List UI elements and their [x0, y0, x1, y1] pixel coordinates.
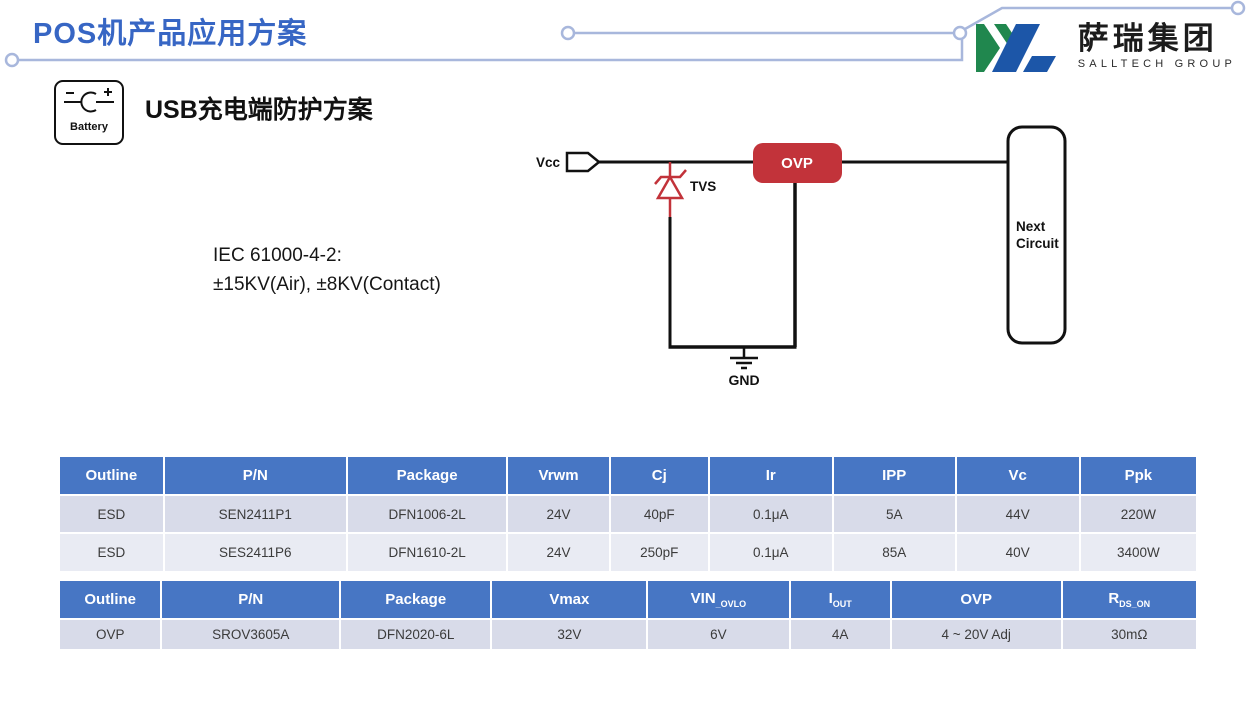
- table-cell: SEN2411P1: [162, 494, 348, 534]
- battery-icon: [64, 88, 114, 113]
- table-cell: 220W: [1078, 494, 1199, 534]
- table-cell: 32V: [490, 618, 649, 651]
- next-circuit-block: [1006, 125, 1067, 345]
- table-header-cell: Cj: [608, 455, 710, 496]
- table-cell: DFN1610-2L: [345, 532, 509, 573]
- table-header-cell: IOUT: [788, 579, 892, 620]
- table-header-cell: IPP: [831, 455, 957, 496]
- table-cell: OVP: [57, 618, 163, 651]
- company-name-en: SALLTECH GROUP: [1077, 58, 1236, 70]
- table-header-cell: Ir: [707, 455, 834, 496]
- table-header-cell: Outline: [58, 455, 165, 496]
- table-header-cell: VIN_OVLO: [646, 579, 791, 620]
- table-cell: 24V: [506, 532, 611, 573]
- iec-line1: IEC 61000-4-2:: [213, 245, 342, 266]
- table-header-cell: Vmax: [490, 579, 649, 620]
- table-cell: 250pF: [608, 532, 710, 573]
- table-cell: 30mΩ: [1060, 618, 1199, 651]
- iec-line2: ±15KV(Air), ±8KV(Contact): [213, 274, 441, 295]
- ovp-block: [753, 143, 842, 183]
- iec-standard-note: IEC 61000-4-2: ±15KV(Air), ±8KV(Contact): [213, 241, 441, 299]
- gnd-symbol-icon: [730, 347, 758, 370]
- battery-badge-label: Battery: [70, 121, 108, 133]
- table-cell: 0.1μA: [707, 532, 834, 573]
- table-cell: SROV3605A: [160, 618, 342, 651]
- company-logo: 萨瑞集团 SALLTECH GROUP: [975, 21, 1236, 74]
- gnd-label: GND: [728, 372, 759, 388]
- table-header-cell: OVP: [889, 579, 1063, 620]
- table-cell: 4 ~ 20V Adj: [889, 618, 1063, 651]
- table-cell: DFN2020-6L: [339, 618, 493, 651]
- tvs-diode-icon: [654, 169, 687, 200]
- table-cell: 40V: [954, 532, 1081, 573]
- table-header-cell: P/N: [162, 455, 348, 496]
- page-title: POS机产品应用方案: [33, 18, 308, 50]
- table-cell: 5A: [831, 494, 957, 534]
- ovp-block-label: OVP: [781, 155, 813, 172]
- table-cell: ESD: [58, 494, 165, 534]
- battery-badge: Battery: [54, 80, 124, 145]
- vcc-label: Vcc: [536, 155, 561, 170]
- table-header-cell: Vc: [954, 455, 1081, 496]
- decoration-underline: [18, 39, 964, 62]
- table-cell: 44V: [954, 494, 1081, 534]
- table-cell: 4A: [788, 618, 892, 651]
- vcc-pin-icon: [565, 151, 601, 173]
- table-header-cell: Ppk: [1078, 455, 1199, 496]
- table-header-cell: Package: [345, 455, 509, 496]
- table-cell: 40pF: [608, 494, 710, 534]
- table-header-cell: P/N: [160, 579, 342, 620]
- table-cell: ESD: [58, 532, 165, 573]
- table-header-cell: Outline: [57, 579, 163, 620]
- tvs-label: TVS: [690, 179, 716, 194]
- company-name-cn: 萨瑞集团: [1077, 21, 1218, 56]
- company-logo-icon: [975, 24, 1056, 72]
- table-header-cell: RDS_ON: [1060, 579, 1199, 620]
- table-cell: 0.1μA: [707, 494, 834, 534]
- table-cell: SES2411P6: [162, 532, 348, 573]
- section-heading: USB充电端防护方案: [145, 96, 373, 124]
- table-cell: DFN1006-2L: [345, 494, 509, 534]
- table-header-cell: Package: [339, 579, 493, 620]
- table-cell: 3400W: [1078, 532, 1199, 573]
- table-cell: 85A: [831, 532, 957, 573]
- table-cell: 24V: [506, 494, 611, 534]
- table-header-cell: Vrwm: [506, 455, 611, 496]
- header-decoration-lines: [4, 0, 1246, 68]
- table-cell: 6V: [646, 618, 791, 651]
